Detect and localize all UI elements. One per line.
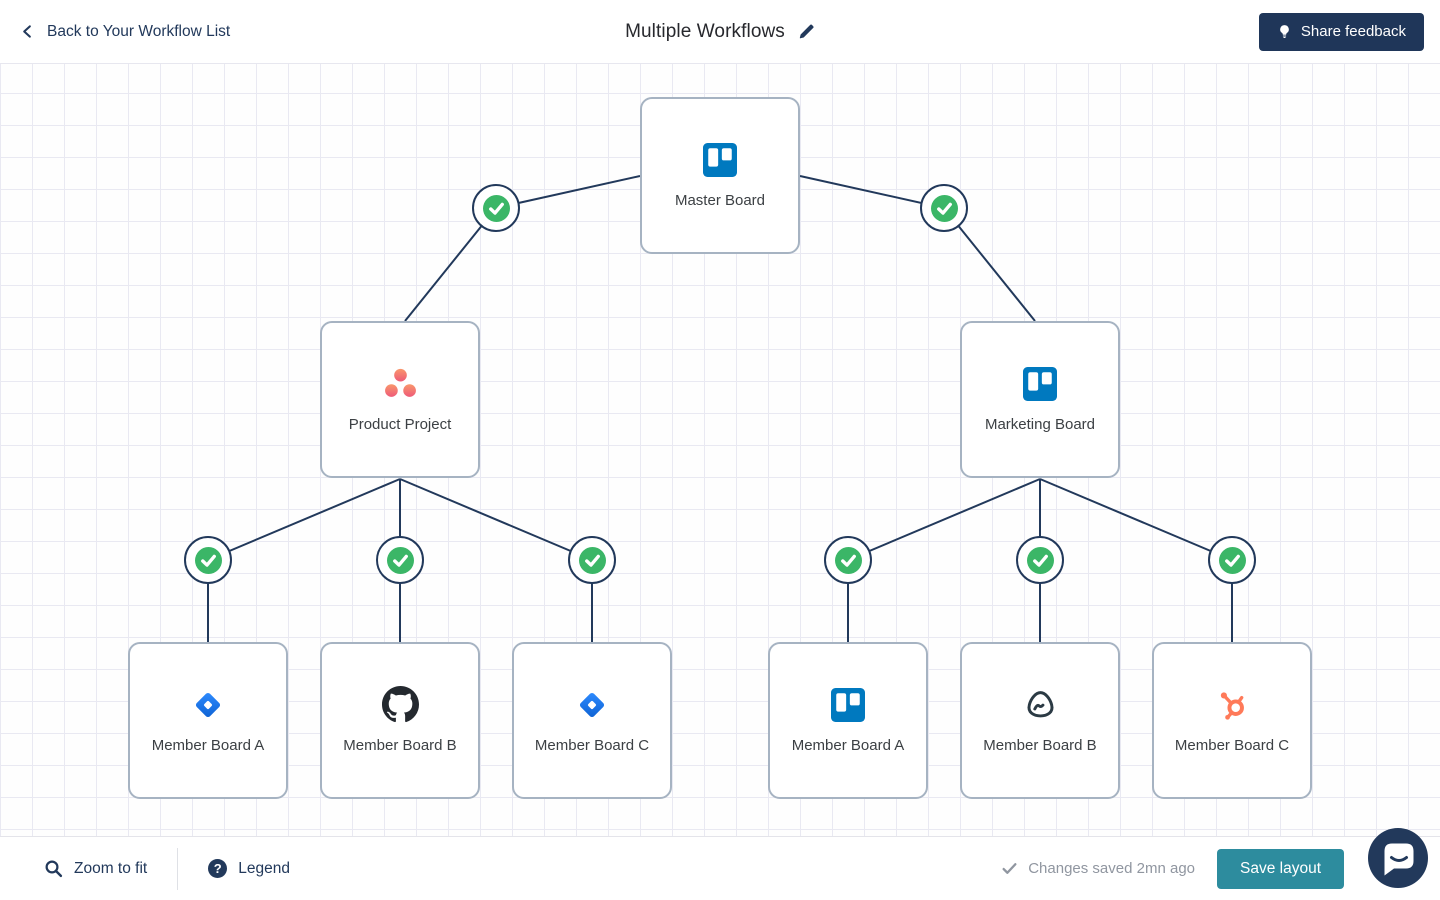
sync-status-indicator[interactable] — [568, 536, 616, 584]
node-master-board[interactable]: Master Board — [640, 97, 800, 254]
back-link-label: Back to Your Workflow List — [47, 22, 231, 40]
back-chevron-icon — [23, 25, 31, 38]
synced-check-icon — [194, 546, 222, 574]
node-label: Member Board B — [343, 736, 457, 754]
lightbulb-icon — [1280, 25, 1289, 38]
basecamp-icon — [1022, 687, 1059, 723]
sync-status-indicator[interactable] — [184, 536, 232, 584]
edge-line — [399, 478, 593, 642]
chat-launcher-button[interactable] — [1368, 828, 1428, 888]
synced-check-icon — [386, 546, 414, 574]
node-label: Member Board C — [1174, 736, 1290, 754]
node-member-board-b-product[interactable]: Member Board B — [320, 642, 480, 799]
workflow-canvas[interactable]: Master Board Product Project Marketing B… — [0, 64, 1440, 836]
changes-saved-status: Changes saved 2mn ago — [1001, 860, 1195, 877]
node-member-board-c-product[interactable]: Member Board C — [512, 642, 672, 799]
node-label: Product Project — [348, 415, 452, 433]
jira-icon — [191, 687, 225, 723]
sync-status-indicator[interactable] — [376, 536, 424, 584]
edge-line — [1039, 478, 1233, 642]
trello-icon — [1023, 366, 1057, 402]
synced-check-icon — [930, 194, 958, 222]
edge-line — [207, 478, 401, 642]
synced-check-icon — [578, 546, 606, 574]
node-label: Member Board A — [791, 736, 905, 754]
node-label: Marketing Board — [984, 415, 1096, 433]
node-label: Member Board A — [151, 736, 265, 754]
zoom-to-fit-label: Zoom to fit — [74, 859, 148, 877]
synced-check-icon — [1218, 546, 1246, 574]
trello-icon — [831, 687, 865, 723]
share-feedback-label: Share feedback — [1300, 23, 1406, 40]
magnifier-icon — [45, 860, 63, 878]
page-title: Multiple Workflows — [625, 20, 785, 42]
github-icon — [381, 686, 419, 723]
share-feedback-button[interactable]: Share feedback — [1258, 12, 1424, 51]
node-product-project[interactable]: Product Project — [320, 321, 480, 478]
jira-icon — [575, 687, 609, 723]
node-label: Master Board — [674, 191, 766, 209]
legend-button[interactable]: ? Legend — [208, 859, 290, 878]
edge-line — [847, 478, 1041, 642]
node-label: Member Board C — [534, 736, 650, 754]
changes-saved-label: Changes saved 2mn ago — [1028, 860, 1195, 877]
node-label: Member Board B — [983, 736, 1097, 754]
node-marketing-board[interactable]: Marketing Board — [960, 321, 1120, 478]
node-member-board-a-product[interactable]: Member Board A — [128, 642, 288, 799]
top-bar: Back to Your Workflow List Multiple Work… — [0, 0, 1440, 64]
synced-check-icon — [834, 546, 862, 574]
edge-line — [799, 175, 1036, 322]
node-member-board-a-marketing[interactable]: Member Board A — [768, 642, 928, 799]
question-mark-icon: ? — [208, 859, 228, 878]
synced-check-icon — [482, 194, 510, 222]
node-member-board-c-marketing[interactable]: Member Board C — [1152, 642, 1312, 799]
node-member-board-b-marketing[interactable]: Member Board B — [960, 642, 1120, 799]
edit-title-button[interactable] — [798, 23, 815, 40]
back-to-workflow-list-link[interactable]: Back to Your Workflow List — [20, 23, 230, 41]
synced-check-icon — [1026, 546, 1054, 574]
sync-status-indicator[interactable] — [1208, 536, 1256, 584]
zoom-to-fit-button[interactable]: Zoom to fit — [44, 859, 147, 878]
pencil-icon — [799, 24, 814, 39]
edge-line — [404, 175, 641, 322]
sync-status-indicator[interactable] — [920, 184, 968, 232]
legend-label: Legend — [238, 859, 290, 877]
saved-check-icon — [1002, 863, 1017, 874]
sync-status-indicator[interactable] — [472, 184, 520, 232]
chat-bubble-icon — [1368, 828, 1428, 888]
trello-icon — [703, 142, 737, 178]
bottom-bar: Zoom to fit ? Legend Changes saved 2mn a… — [0, 836, 1440, 900]
save-layout-button[interactable]: Save layout — [1217, 848, 1344, 889]
asana-icon — [382, 366, 419, 402]
hubspot-icon — [1215, 687, 1250, 723]
sync-status-indicator[interactable] — [824, 536, 872, 584]
sync-status-indicator[interactable] — [1016, 536, 1064, 584]
footer-divider — [177, 847, 179, 890]
workflow-title-group: Multiple Workflows — [625, 21, 815, 43]
